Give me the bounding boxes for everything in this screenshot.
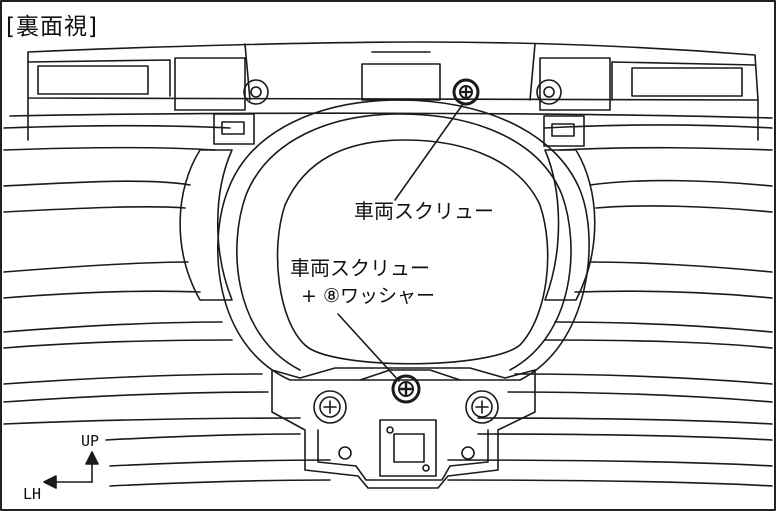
orientation-up-label: UP — [81, 432, 100, 450]
top-bracket — [9, 41, 773, 141]
lower-mount-plate — [271, 367, 536, 489]
orientation-left-label: LH — [23, 485, 42, 503]
callout-top-screw: 車両スクリュー — [354, 199, 494, 223]
leader-line-bottom — [337, 313, 400, 382]
emblem-housing — [217, 99, 590, 381]
up-arrow-icon — [85, 451, 99, 483]
screw-head-icon — [391, 374, 421, 404]
bracket-holes — [243, 79, 562, 105]
left-arrow-icon — [43, 475, 93, 489]
grille-bars-right — [447, 124, 773, 487]
grille-bars-left — [3, 124, 331, 487]
clip-tabs — [213, 113, 585, 147]
view-label: [裏面視] — [6, 14, 98, 40]
callout-washer: + ⑧ワッシャー — [301, 285, 435, 307]
side-panels — [179, 149, 596, 301]
callout-bottom-screw: 車両スクリュー — [290, 256, 430, 280]
screw-head-icon — [452, 78, 480, 106]
mount-center-pad — [379, 419, 437, 477]
bolt-washer-icon — [313, 390, 347, 424]
leader-line-top — [394, 103, 464, 201]
bolt-washer-icon — [465, 390, 499, 424]
